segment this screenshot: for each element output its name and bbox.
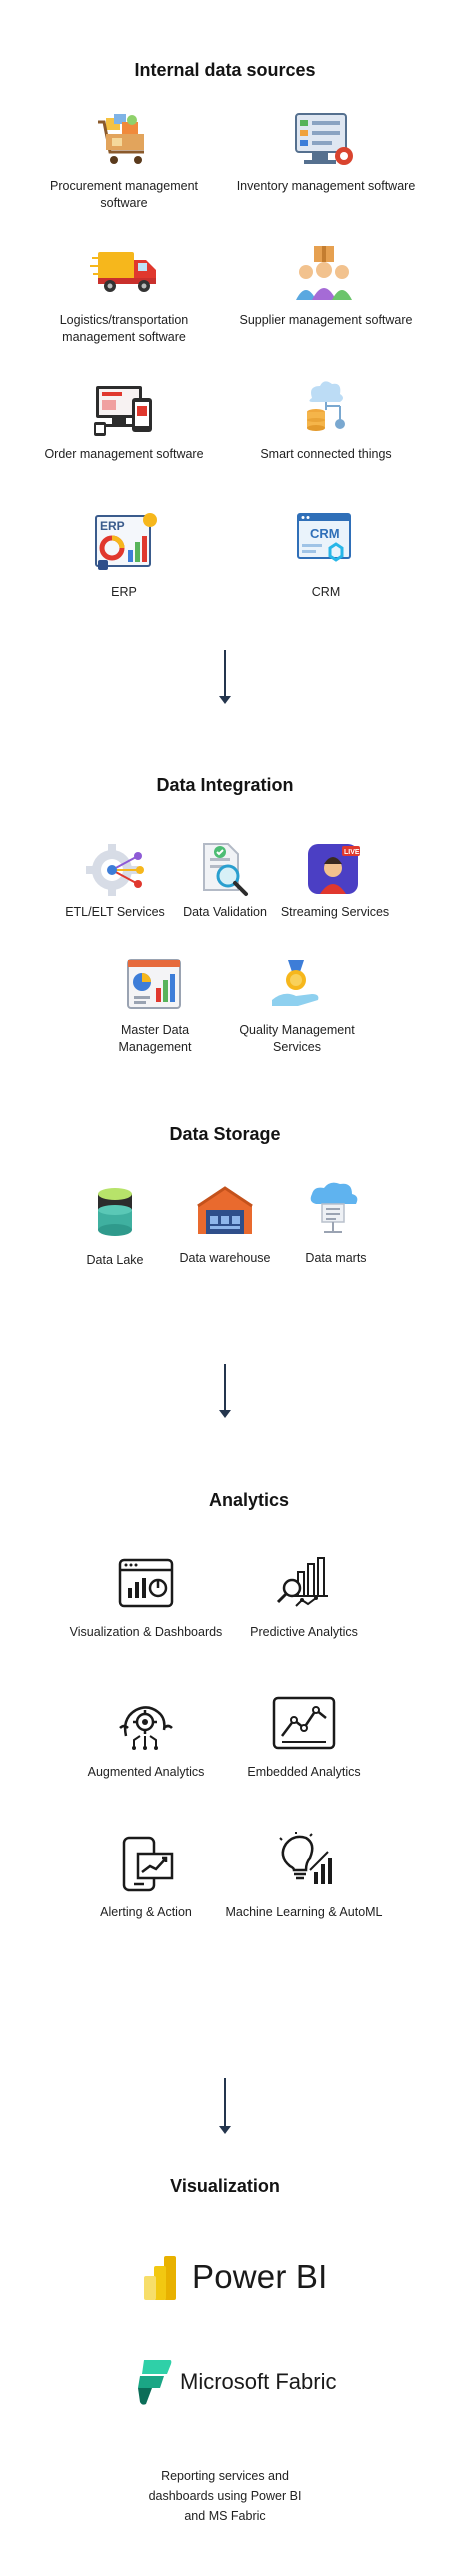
flow-arrow-3: [219, 2078, 231, 2136]
etl-gear-icon: [86, 844, 144, 896]
svg-text:CRM: CRM: [310, 526, 340, 541]
cloud-server-icon: [310, 1182, 358, 1233]
storage-title: Data Storage: [169, 1124, 281, 1144]
erp-dashboard-icon: ERP: [95, 513, 157, 570]
alerting-label: Alerting & Action: [100, 1905, 192, 1919]
internal-sources-title: Internal data sources: [134, 60, 316, 80]
live-streaming-icon: LIVE: [308, 844, 360, 894]
document-magnifier-icon: [203, 843, 248, 896]
quality-label: Quality Management Services: [239, 1023, 355, 1054]
crm-window-icon: CRM: [297, 513, 351, 562]
viz-dashboards-label: Visualization & Dashboards: [69, 1625, 223, 1639]
predictive-label: Predictive Analytics: [250, 1625, 358, 1639]
data-lake-cylinder-icon: [98, 1188, 132, 1236]
procurement-label: Procurement management software: [50, 179, 198, 210]
warehouse-icon: [197, 1186, 253, 1234]
svg-text:ERP: ERP: [100, 519, 125, 533]
cloud-database-icon: [307, 381, 345, 431]
dashboard-window-icon: [118, 1558, 174, 1608]
augmented-head-gear-icon: [119, 1706, 173, 1750]
svg-text:LIVE: LIVE: [344, 849, 360, 856]
data-lake-label: Data Lake: [86, 1253, 144, 1267]
visualization-title: Visualization: [170, 2176, 280, 2196]
shopping-cart-icon: [98, 114, 144, 164]
supplier-label: Supplier management software: [239, 313, 413, 327]
supplier-people-icon: [296, 246, 352, 300]
inventory-gear-icon: [295, 113, 353, 165]
quality-medal-hand-icon: [272, 960, 319, 1006]
lightbulb-chart-icon: [279, 1832, 332, 1884]
power-bi-wordmark: Power BI: [192, 2258, 328, 2295]
analytics-title: Analytics: [208, 1490, 290, 1510]
integration-title: Data Integration: [156, 775, 294, 795]
augmented-label: Augmented Analytics: [87, 1765, 205, 1779]
visualization-caption: Reporting services and dashboards using …: [148, 2469, 302, 2523]
devices-cart-icon: [94, 386, 152, 436]
phone-chart-icon: [122, 1836, 174, 1892]
data-marts-label: Data marts: [305, 1251, 367, 1265]
power-bi-logo-icon: [144, 2256, 176, 2300]
data-warehouse-label: Data warehouse: [179, 1251, 271, 1265]
order-label: Order management software: [44, 447, 204, 461]
embedded-label: Embedded Analytics: [247, 1765, 361, 1779]
validation-label: Data Validation: [183, 905, 267, 919]
etl-label: ETL/ELT Services: [65, 905, 165, 919]
microsoft-fabric-logo-icon: [138, 2360, 172, 2405]
ml-automl-label: Machine Learning & AutoML: [225, 1905, 383, 1919]
flow-arrow-2: [219, 1364, 231, 1420]
logistics-label: Logistics/transportation management soft…: [59, 313, 189, 344]
mdm-charts-icon: [127, 959, 181, 1009]
erp-label: ERP: [111, 585, 137, 599]
inventory-label: Inventory management software: [236, 179, 416, 193]
mdm-label: Master Data Management: [118, 1023, 192, 1054]
predictive-chart-icon: [276, 1557, 328, 1607]
smart-things-label: Smart connected things: [260, 447, 392, 461]
streaming-label: Streaming Services: [280, 905, 390, 919]
crm-label: CRM: [311, 585, 341, 599]
microsoft-fabric-wordmark: Microsoft Fabric: [180, 2369, 337, 2394]
flow-arrow-1: [219, 650, 231, 706]
delivery-truck-icon: [90, 252, 156, 292]
embedded-line-chart-icon: [272, 1696, 336, 1750]
